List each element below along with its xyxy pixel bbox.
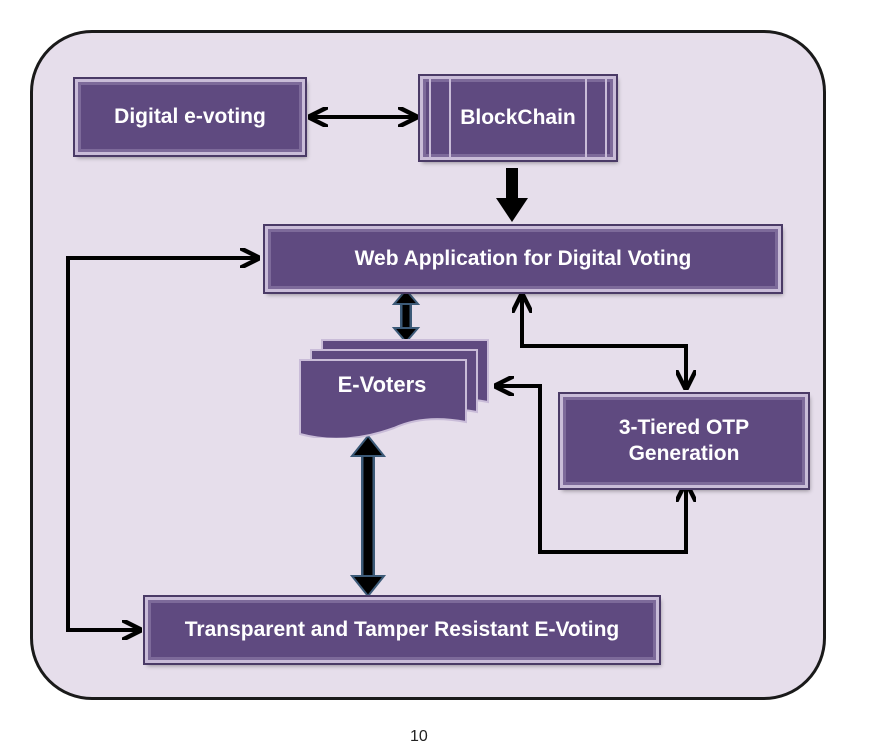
arrow-otp-evoters-loop xyxy=(498,386,686,554)
otp-label-line1: 3-Tiered OTP xyxy=(618,415,750,439)
transparent-evoting-node: Transparent and Tamper Resistant E-Votin… xyxy=(143,595,661,665)
blockchain-right-bar xyxy=(585,79,607,157)
blockchain-label: BlockChain xyxy=(460,105,576,129)
page-number: 10 xyxy=(410,728,428,745)
otp-generation-node: 3-Tiered OTP Generation xyxy=(558,392,810,490)
blockchain-left-bar xyxy=(429,79,451,157)
evoters-document-stack xyxy=(299,339,489,438)
blockchain-node: BlockChain xyxy=(418,74,618,162)
transparent-evoting-label: Transparent and Tamper Resistant E-Votin… xyxy=(184,617,620,641)
arrow-webapp-otp xyxy=(522,297,686,386)
digital-evoting-node: Digital e-voting xyxy=(73,77,307,157)
otp-label-line2: Generation xyxy=(628,442,740,465)
arrow-evoters-transparent xyxy=(349,434,387,598)
evoters-label: E-Voters xyxy=(337,372,427,397)
digital-evoting-label: Digital e-voting xyxy=(114,104,266,128)
web-application-node: Web Application for Digital Voting xyxy=(263,224,783,294)
web-application-label: Web Application for Digital Voting xyxy=(354,246,692,270)
arrow-blockchain-webapp xyxy=(496,168,528,222)
arrow-webapp-evoters xyxy=(391,288,421,344)
arrow-left-loop xyxy=(66,258,256,630)
